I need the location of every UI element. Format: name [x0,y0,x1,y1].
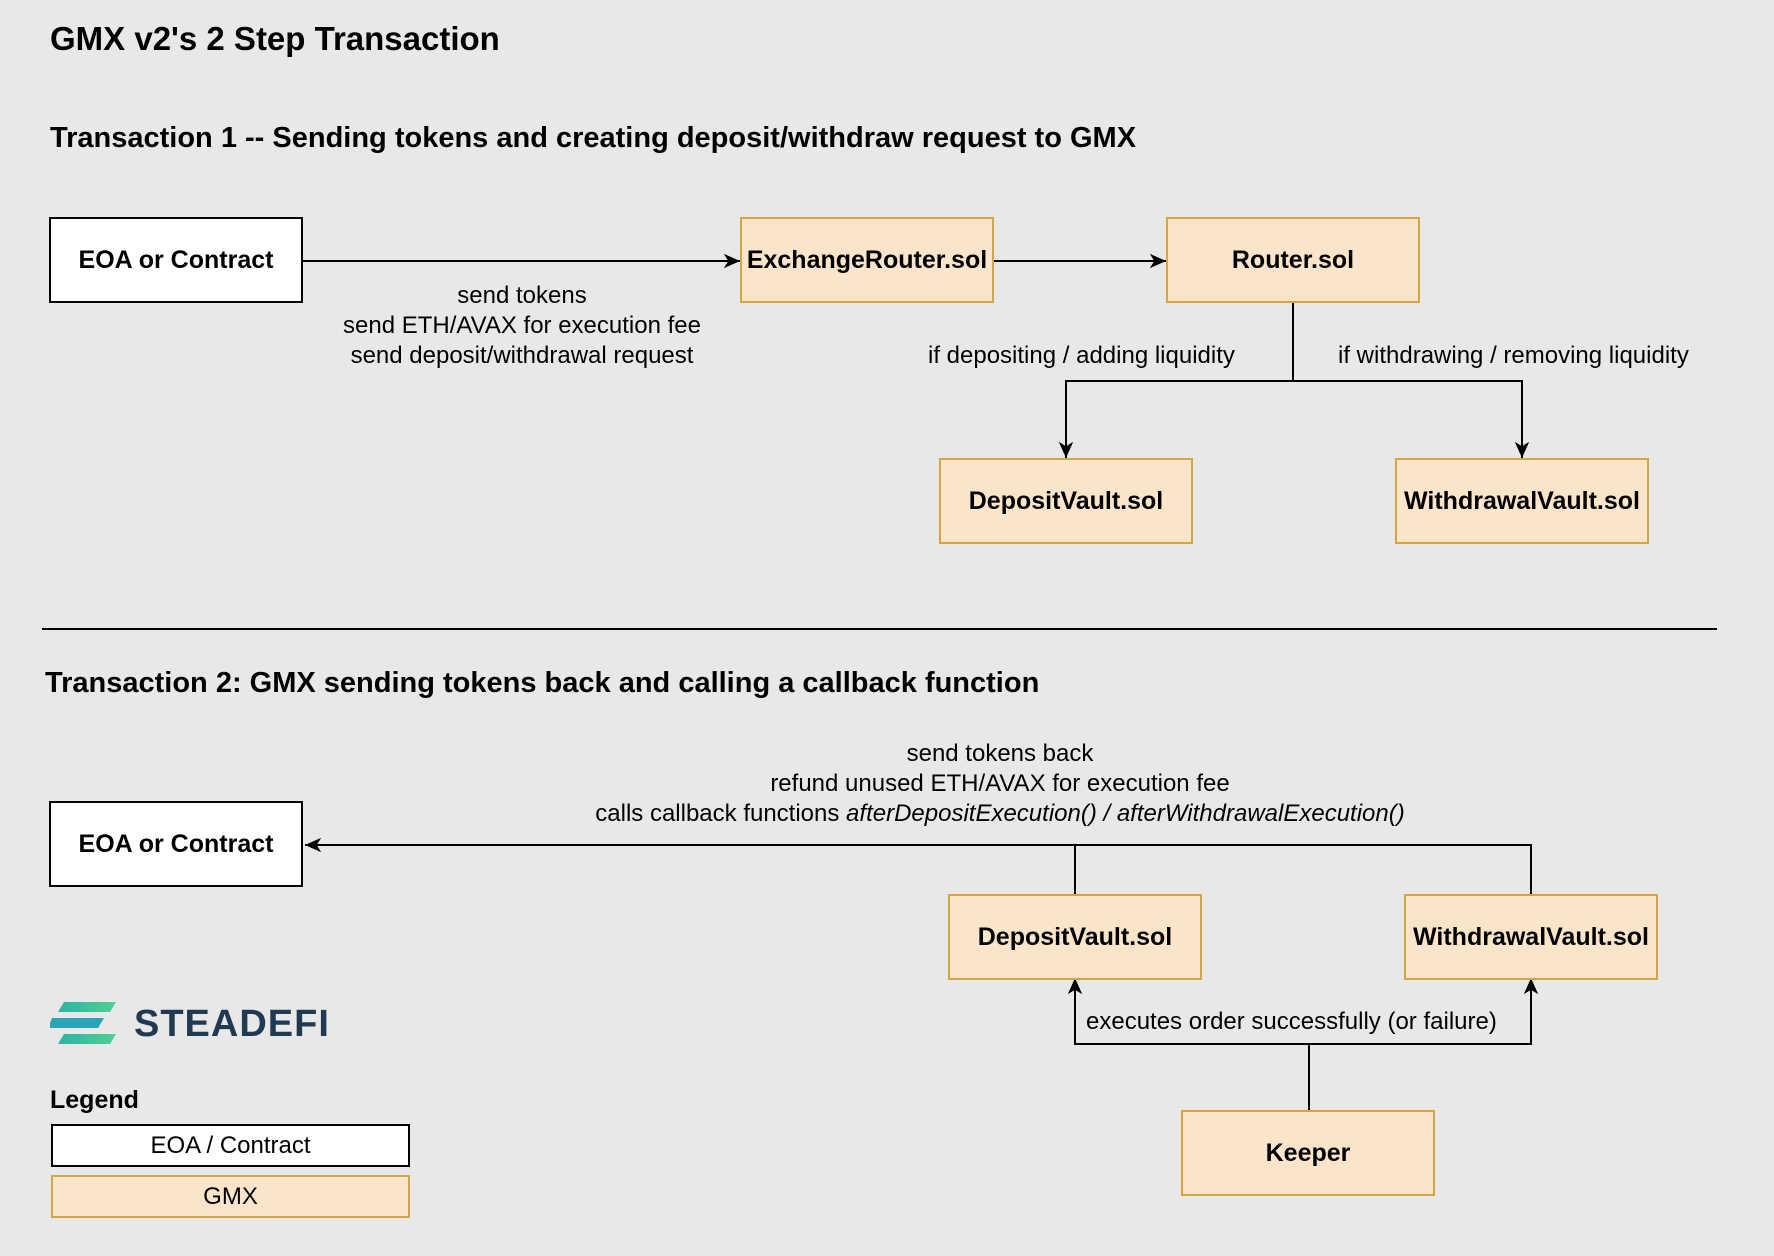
arrow-router-to-withdrawal-vault [1293,380,1530,458]
return-label-line3: calls callback functions afterDepositExe… [500,799,1500,829]
legend-item-gmx: GMX [51,1175,410,1218]
return-label-line2: refund unused ETH/AVAX for execution fee [770,770,1230,797]
legend-item-eoa: EOA / Contract [51,1124,410,1167]
tx2-deposit-vault-box: DepositVault.sol [948,894,1202,980]
tx2-eoa-box: EOA or Contract [49,801,303,887]
tx1-heading: Transaction 1 -- Sending tokens and crea… [50,122,1137,154]
arrow-keeper-to-deposit-vault [1067,978,1309,1045]
withdraw-branch-label: if withdrawing / removing liquidity [1338,342,1689,369]
page-title: GMX v2's 2 Step Transaction [50,20,500,57]
tx2-heading: Transaction 2: GMX sending tokens back a… [45,667,1040,699]
tx1-eoa-box: EOA or Contract [49,217,303,303]
legend-title: Legend [50,1086,139,1114]
arrow-vaults-to-eoa [305,837,1532,894]
send-label-line: send tokens [457,282,587,309]
steadefi-logo-icon [50,1002,116,1044]
exchange-router-box: ExchangeRouter.sol [740,217,994,303]
tx2-withdrawal-vault-box: WithdrawalVault.sol [1404,894,1658,980]
keeper-label: executes order successfully (or failure) [1086,1008,1497,1035]
send-label-line: send ETH/AVAX for execution fee [343,312,701,339]
send-tokens-label: send tokens send ETH/AVAX for execution … [322,281,722,371]
steadefi-logo: STEADEFI [50,1000,330,1048]
router-box: Router.sol [1166,217,1420,303]
arrow-router-to-deposit-vault [1058,303,1294,458]
return-label-line3-prefix: calls callback functions [595,800,847,827]
arrow-keeper-to-withdrawal-vault [1309,978,1539,1045]
return-label: send tokens back refund unused ETH/AVAX … [500,739,1500,829]
tx1-withdrawal-vault-box: WithdrawalVault.sol [1395,458,1649,544]
logo-text: STEADEFI [134,1002,330,1045]
send-label-line: send deposit/withdrawal request [350,342,694,369]
return-label-line1: send tokens back [906,740,1094,767]
tx1-deposit-vault-box: DepositVault.sol [939,458,1193,544]
callback-function-names: afterDepositExecution() / afterWithdrawa… [846,800,1405,827]
deposit-branch-label: if depositing / adding liquidity [928,342,1235,369]
keeper-box: Keeper [1181,1110,1435,1196]
